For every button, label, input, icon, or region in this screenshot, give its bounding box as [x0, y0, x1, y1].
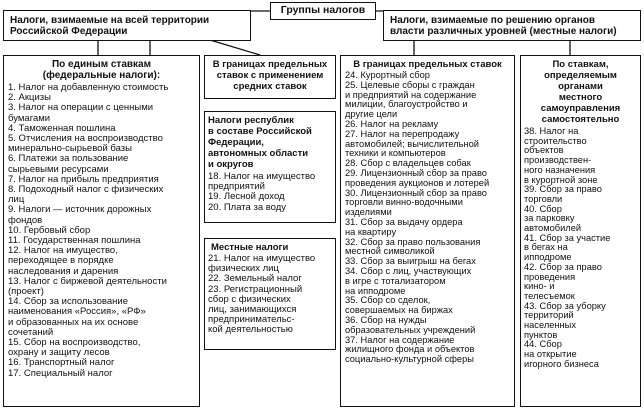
regional-rates-box: В границах предельных ставок с применени…: [204, 55, 336, 99]
federal-tax-item: 13. Налог с биржевой деятельности (проек…: [8, 275, 167, 298]
self-government-header: По ставкам, определяемым органами местно…: [540, 59, 621, 125]
federal-tax-item: 2. Акцизы: [8, 92, 51, 104]
limit-rate-tax-item: 27. Налог на перепродажу автомобилей; вы…: [345, 128, 479, 159]
self-government-tax-item: 41. Сбор за участие в бегах на ипподроме: [524, 232, 611, 263]
federal-tax-item: 17. Специальный налог: [8, 367, 113, 379]
federal-tax-item: 10. Гербовый сбор: [8, 224, 91, 236]
limit-rate-tax-item: 31. Сбор за выдачу ордера на квартиру: [345, 216, 463, 237]
limit-rate-tax-item: 29. Лицензионный сбор за право проведени…: [345, 167, 490, 188]
nationwide-taxes-box: Налоги, взимаемые на всей территории Рос…: [3, 10, 251, 41]
federal-tax-item: 8. Подоходный налог с физических лиц: [8, 184, 164, 206]
limit-rate-tax-item: 35. Сбор со сделок, совершаемых на биржа…: [345, 295, 453, 316]
local-taxes-header: Местные налоги: [211, 242, 289, 253]
self-government-tax-item: 39. Сбор за право торговли: [524, 184, 602, 204]
self-government-tax-item: 44. Сбор на открытие игорного бизнеса: [524, 339, 599, 369]
federal-tax-item: 14. Сбор за использование наименования «…: [8, 296, 146, 338]
limit-rate-tax-item: 33. Сбор за выигрыш на бегах: [345, 256, 476, 267]
limit-rates-box: В границах предельных ставок 24. Курортн…: [340, 55, 515, 407]
republic-tax-item: 19. Лесной доход: [208, 191, 285, 203]
local-tax-item: 23. Регистрационный сбор с физических ли…: [208, 283, 303, 336]
self-government-tax-item: 43. Сбор за уборку территорий населенных…: [524, 300, 606, 340]
limit-rate-tax-item: 25. Целевые сборы с граждан и предприяти…: [345, 79, 477, 120]
limit-rate-tax-item: 26. Налог на рекламу: [345, 118, 439, 129]
federal-tax-item: 15. Сбор на воспроизводство, охрану и за…: [8, 337, 141, 359]
regional-rates-header: В границах предельных ставок с применени…: [212, 59, 328, 92]
republic-taxes-box: Налоги республик в составе Российской Фе…: [204, 111, 336, 223]
federal-tax-item: 7. Налог на прибыль предприятия: [8, 173, 159, 185]
local-taxes-box: Местные налоги 21. Налог на имущество фи…: [204, 238, 336, 350]
limit-rate-tax-item: 32. Сбор за право пользования местной си…: [345, 236, 481, 257]
federal-tax-item: 4. Таможенная пошлина: [8, 122, 116, 134]
republic-tax-item: 18. Налог на имущество предприятий: [208, 171, 316, 193]
federal-tax-item: 11. Государственная пошлина: [8, 235, 141, 247]
limit-rate-tax-item: 28. Сбор с владельцев собак: [345, 158, 471, 169]
local-tax-item: 22. Земельный налог: [208, 273, 302, 285]
federal-tax-item: 12. Налог на имущество, переходящее в по…: [8, 245, 119, 277]
federal-tax-item: 9. Налоги — источник дорожных фондов: [8, 204, 152, 226]
title-box: Группы налогов: [270, 2, 376, 20]
federal-tax-item: 5. Отчисления на воспроизводство минерал…: [8, 133, 163, 155]
self-government-tax-item: 42. Сбор за право проведения кино- и тел…: [524, 261, 602, 301]
federal-taxes-header: По единым ставкам (федеральные налоги):: [42, 59, 161, 81]
federal-tax-item: 16. Транспортный налог: [8, 357, 115, 369]
limit-rates-header: В границах предельных ставок: [353, 59, 502, 70]
diagram-title: Группы налогов: [280, 4, 366, 16]
self-government-tax-item: 40. Сбор за парковку автомобилей: [524, 203, 582, 234]
local-authority-taxes-label: Налоги, взимаемые по решению органов вла…: [390, 15, 617, 37]
limit-rate-tax-item: 24. Курортный сбор: [345, 70, 430, 80]
limit-rate-tax-item: 34. Сбор с лиц, участвующих в игре с тот…: [345, 265, 472, 296]
local-authority-taxes-box: Налоги, взимаемые по решению органов вла…: [383, 10, 641, 41]
federal-tax-item: 1. Налог на добавленную стоимость: [8, 82, 169, 93]
republic-taxes-header: Налоги республик в составе Российской Фе…: [208, 115, 312, 170]
republic-tax-item: 20. Плата за воду: [208, 201, 287, 213]
limit-rate-tax-item: 36. Сбор на нужды образовательных учрежд…: [345, 314, 476, 335]
limit-rate-tax-item: 30. Лицензионный сбор за право торговли …: [345, 187, 487, 218]
self-government-rates-box: По ставкам, определяемым органами местно…: [520, 55, 641, 407]
self-government-list: 38. Налог на строительство объектов прои…: [524, 126, 637, 370]
self-government-tax-item: 38. Налог на строительство объектов прои…: [524, 126, 598, 185]
federal-taxes-box: По единым ставкам (федеральные налоги): …: [3, 55, 200, 407]
limit-rate-tax-item: 37. Налог на содержание жилищного фонда …: [345, 334, 475, 365]
federal-tax-item: 6. Платежи за пользование сырьевыми ресу…: [8, 153, 129, 175]
local-tax-item: 21. Налог на имущество физических лиц: [208, 253, 316, 275]
nationwide-taxes-label: Налоги, взимаемые на всей территории Рос…: [10, 15, 210, 37]
federal-tax-item: 3. Налог на операции с ценными бумагами: [8, 102, 154, 124]
